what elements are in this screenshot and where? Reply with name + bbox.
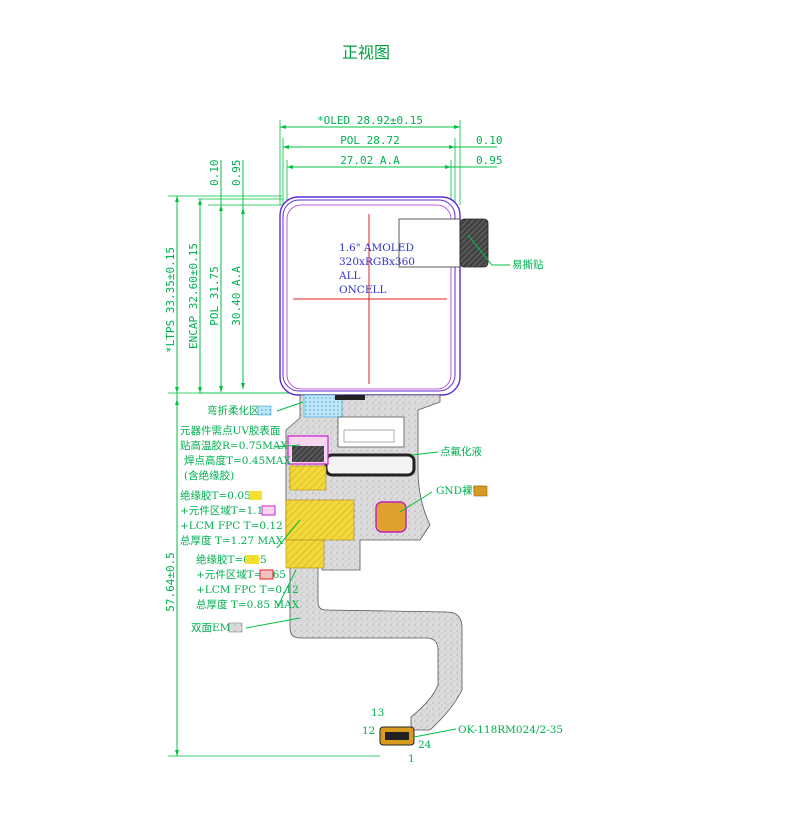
ltps-height-label: *LTPS 33.35±0.15 (164, 247, 177, 353)
pin-1-label: 1 (408, 753, 415, 765)
oled-width-label: *OLED 28.92±0.15 (317, 114, 423, 127)
dispense-label: 点氟化液 (440, 445, 482, 458)
connector-label: OK-118RM024/2-35 (458, 724, 563, 736)
component-note-1: 元器件需点UV胶表面 (180, 424, 280, 437)
component-dark (292, 446, 324, 462)
encap-height-label: ENCAP 32.60±0.15 (187, 243, 200, 349)
connector-pins (385, 732, 409, 740)
pol-width-label: POL 28.72 (340, 134, 400, 147)
spec-line-1: 1.6" AMOLED (339, 242, 414, 254)
component-note-2: 贴高温胶R=0.75MAX (180, 439, 288, 452)
bend-area (303, 394, 343, 418)
annotation-leaders (245, 234, 510, 738)
dispense-region (324, 453, 416, 477)
gnd-copper-pad (375, 501, 407, 533)
ic-chip (335, 395, 365, 400)
gnd-copper-swatch (473, 485, 488, 497)
view-title: 正视图 (342, 43, 390, 62)
stack1-line-2: +元件区域T=1.10 (180, 504, 270, 517)
spec-line-2: 320xRGBx360 (339, 256, 415, 268)
stiffener-region-2 (285, 539, 325, 569)
active-area-outline (286, 204, 452, 390)
bend-area-swatch (257, 405, 272, 416)
stiffener-region-1 (285, 499, 355, 541)
stack2-line-3: +LCM FPC T=0.12 (196, 584, 299, 596)
pol-height-label: POL 31.75 (208, 266, 221, 326)
top-offset-095: 0.95 (230, 160, 243, 187)
pin-12-label: 12 (362, 725, 375, 737)
aa-height-label: 30.40 A.A (230, 266, 243, 326)
easy-tear-tab-area (398, 218, 461, 268)
fpc-window-inner (343, 429, 395, 443)
horizontal-dimensions (279, 120, 497, 205)
emi-label: 双面EMI (191, 622, 235, 634)
stack1-line-3: +LCM FPC T=0.12 (180, 520, 283, 532)
easy-tear-label: 易撕贴 (512, 258, 544, 271)
solder-region (289, 465, 327, 491)
right-offset-010: 0.10 (476, 134, 503, 147)
component-note-4: (含绝缘胶) (184, 469, 234, 482)
total-height-label: 57.64±0.5 (164, 552, 177, 612)
bend-area-label: 弯折柔化区 (207, 404, 260, 417)
display-panel: 1.6" AMOLED 320xRGBx360 ALL ONCELL (279, 196, 489, 396)
gnd-copper-label: GND裸铜 (436, 484, 483, 497)
fpc-assembly (285, 394, 463, 746)
stack1-line-4: 总厚度 T=1.27 MAX (180, 534, 284, 547)
stack1-yellow-swatch (249, 491, 262, 500)
right-offset-095: 0.95 (476, 154, 503, 167)
aa-width-label: 27.02 A.A (340, 154, 400, 167)
spec-line-3: ALL (338, 270, 361, 282)
stack2-yellow-swatch (246, 555, 259, 564)
top-offset-010: 0.10 (208, 160, 221, 187)
spec-line-4: ONCELL (339, 284, 386, 296)
pin-24-label: 24 (418, 739, 432, 751)
stack1-line-1: 绝缘胶T=0.05 (180, 489, 251, 502)
emi-swatch (228, 622, 243, 633)
stack2-red-swatch (259, 569, 274, 580)
vertical-dimensions (168, 160, 380, 757)
stack1-magenta-swatch (261, 505, 276, 516)
fpc-bottom-tail (289, 559, 463, 731)
pin-13-label: 13 (371, 707, 384, 719)
component-note-3: 焊点高度T=0.45MAX (184, 454, 292, 467)
stack2-line-4: 总厚度 T=0.85 MAX (196, 598, 300, 611)
pol-outline (282, 199, 456, 392)
